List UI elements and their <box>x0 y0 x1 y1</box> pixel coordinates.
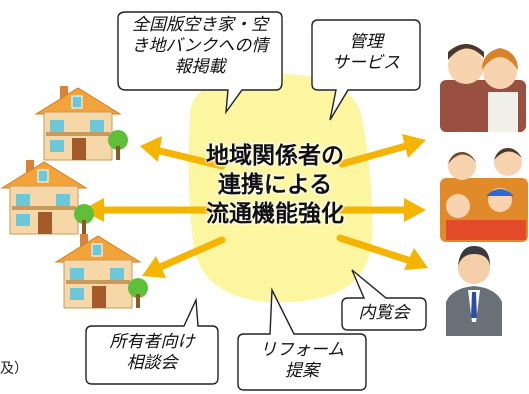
center-label-line: 流通機能強化 <box>206 201 344 227</box>
arrow-middle-right <box>336 198 426 222</box>
arrow-lower-left <box>142 236 226 278</box>
arrow-upper-left <box>140 136 226 170</box>
house-icon <box>55 233 149 309</box>
callout-line: き地バンクへの情 <box>131 36 269 56</box>
arrow-upper-right <box>338 134 426 168</box>
arrow-lower-right <box>336 234 428 270</box>
callout-line: リフォーム <box>259 340 345 360</box>
callout-reform-text: リフォーム 提案 <box>240 340 364 382</box>
callout-management-text: 管理 サービス <box>314 32 418 74</box>
callout-line: 報掲載 <box>174 57 226 77</box>
cropped-text: 及） <box>0 361 28 377</box>
couple-icon <box>440 44 526 132</box>
house-icon <box>35 85 129 161</box>
callout-line: サービス <box>332 53 400 73</box>
callout-national-bank-text: 全国版空き家・空 き地バンクへの情 報掲載 <box>122 15 278 78</box>
businessman-icon <box>446 246 502 336</box>
callout-owner-consult-text: 所有者向け 相談会 <box>88 332 216 374</box>
callout-national-bank <box>117 11 283 115</box>
callout-viewing-text: 内覧会 <box>344 303 424 324</box>
callout-line: 管理 <box>349 32 383 52</box>
callout-owner-consult <box>85 297 219 385</box>
callout-line: 全国版空き家・空 <box>132 15 268 35</box>
callout-reform <box>237 287 367 391</box>
house-icon <box>1 159 95 235</box>
center-label-line: 連携による <box>217 172 333 198</box>
center-label-line: 地域関係者の <box>206 143 344 169</box>
callout-line: 所有者向け <box>109 332 195 352</box>
family-icon <box>440 148 528 242</box>
callout-management <box>311 19 421 121</box>
callout-line: 提案 <box>285 361 319 381</box>
center-label: 地域関係者の 連携による 流通機能強化 <box>185 142 365 229</box>
callout-line: 相談会 <box>126 353 178 373</box>
center-blob <box>188 73 373 303</box>
callout-line: 内覧会 <box>358 303 410 323</box>
callout-viewing <box>341 269 427 331</box>
